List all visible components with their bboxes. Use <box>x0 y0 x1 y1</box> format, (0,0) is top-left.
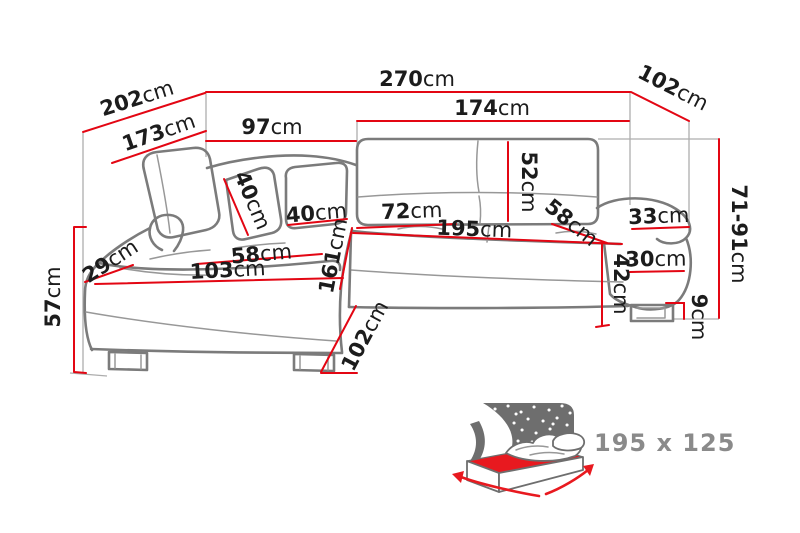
chaise-headrest-seam <box>156 154 171 234</box>
chaise-left-leg <box>107 350 149 372</box>
dim-58-right-line <box>551 223 608 244</box>
bed-width-arrow <box>459 475 541 498</box>
dim-102-top-label: 102cm <box>634 60 712 116</box>
chaise-headrest <box>141 146 221 239</box>
dim-29-line <box>84 264 134 283</box>
dim-270-label: 270cm <box>379 67 455 91</box>
dim-42-label: 42cm <box>609 253 633 314</box>
dim-173-line <box>111 130 207 164</box>
sofa-bottom-edge <box>347 304 630 310</box>
dim-195-label: 195cm <box>436 216 513 243</box>
dim-103-line <box>94 277 344 285</box>
chaise-bottom-edge <box>89 347 344 355</box>
sofa-armrest-top <box>595 197 692 245</box>
dimension-labels: 270cm 102cm 202cm 173cm 97cm 174cm 71-91… <box>41 60 751 375</box>
dim-33-line <box>631 226 690 230</box>
dim-40-right-line <box>287 218 348 226</box>
dim-29-label: 29cm <box>78 234 142 287</box>
dim-102-bottom-label: 102cm <box>336 297 393 375</box>
dim-195-line <box>352 232 623 245</box>
chaise-seat-seams <box>119 242 286 276</box>
extension-lines <box>69 93 719 377</box>
sleeping-area-size: 195 x 125 <box>594 429 735 457</box>
dim-52-label: 52cm <box>517 151 541 212</box>
dim-40-right-label: 40cm <box>285 198 348 227</box>
bed-width-arrowhead <box>452 471 464 483</box>
dim-102-bottom-line <box>320 305 358 374</box>
dim-9-label: 9cm <box>687 294 711 341</box>
dim-97-label: 97cm <box>241 115 302 139</box>
sofa-backrest-seam-horizontal <box>357 191 598 198</box>
sleeping-function-icon: 195 x 125 <box>452 403 735 498</box>
dim-71-91-label: 71-91cm <box>727 184 751 283</box>
bed-depth-arrowhead <box>583 464 594 476</box>
dim-57-line <box>73 226 87 374</box>
dim-9-line <box>665 302 685 320</box>
dim-40-left-label: 40cm <box>229 167 275 233</box>
pillow-right <box>284 161 349 230</box>
dim-40-left-line <box>223 178 249 236</box>
extension-floor-left <box>69 372 108 377</box>
sofa-right-leg-detail <box>636 307 666 319</box>
dim-30-label: 30cm <box>625 246 687 271</box>
chaise-right-leg <box>292 352 336 373</box>
chaise-backrest-edge <box>205 154 358 170</box>
bed-mattress-side <box>498 456 584 493</box>
dim-58-left-line <box>196 253 323 265</box>
dim-202-line <box>82 92 206 133</box>
sofa-front-left-edge <box>347 231 353 309</box>
sofa-backrest-seam-vertical <box>475 140 482 224</box>
sofa-front-seam <box>350 269 624 283</box>
chaise-base-seam <box>85 311 337 342</box>
pillow-left <box>224 166 283 241</box>
sofa-drawing <box>83 137 692 373</box>
dimension-lines <box>73 91 720 374</box>
dim-174-label: 174cm <box>454 96 530 120</box>
dim-57-label: 57cm <box>41 266 65 327</box>
bed-night-panel-sliver <box>470 421 485 462</box>
dim-102-top-line <box>630 91 690 122</box>
dim-58-left-label: 58cm <box>230 239 293 268</box>
chaise-seat-front-edge <box>97 259 342 272</box>
bed-depth-arrow <box>544 468 590 496</box>
bed-blanket-folds <box>515 445 565 456</box>
sofa-backrest <box>355 137 600 227</box>
chaise-arm <box>148 213 185 253</box>
dim-72-label: 72cm <box>381 198 443 224</box>
dim-33-label: 33cm <box>628 203 690 229</box>
chaise-outer-edge <box>83 226 152 352</box>
chaise-left-leg-detail <box>114 353 142 370</box>
dim-42-line <box>595 242 610 328</box>
dim-72-line <box>356 223 457 229</box>
dim-103-label: 103cm <box>189 256 266 284</box>
sofa-right-leg <box>629 303 675 323</box>
bed-pillow <box>552 432 586 452</box>
dim-30-line <box>629 270 685 273</box>
